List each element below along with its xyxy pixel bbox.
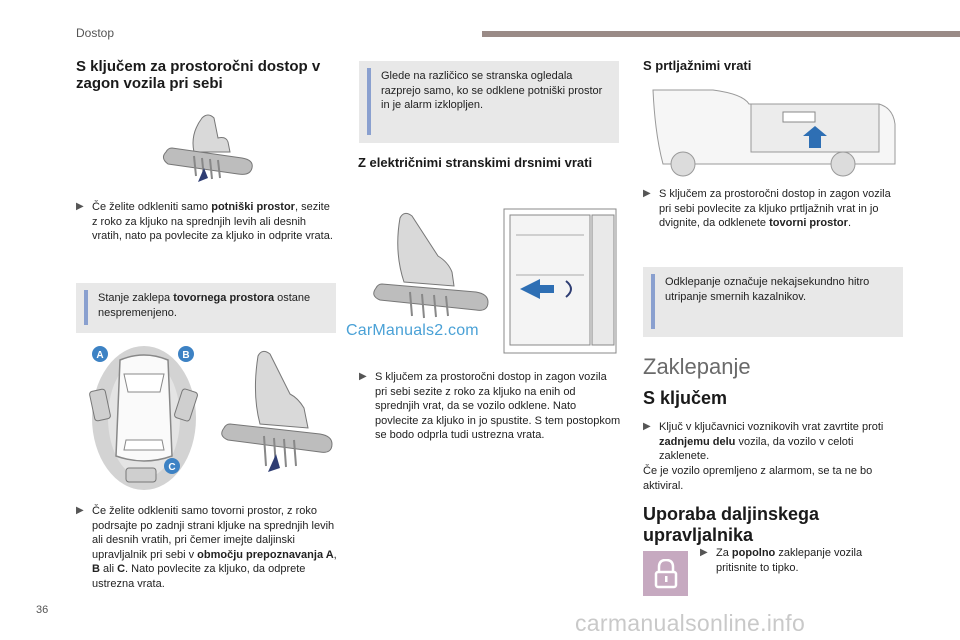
sliding-door-hand-illustration — [373, 212, 489, 319]
lock-button-icon — [643, 551, 688, 596]
remote-lock-instruction: ▶ Za popolno zaklepanje vozila pritisnit… — [700, 547, 863, 574]
col1-title: S ključem za prostoročni dostop v zagon … — [76, 58, 321, 92]
header-accent-bar — [482, 31, 960, 37]
bullet-marker-icon: ▶ — [76, 505, 84, 516]
info-icon — [651, 274, 655, 329]
bullet-marker-icon: ▶ — [359, 371, 367, 382]
mirror-note: Glede na različico se stranska ogledala … — [359, 61, 619, 143]
unlock-cabin-instruction: ▶ Če želite odkleniti samo potniški pros… — [76, 201, 333, 242]
bullet-marker-icon: ▶ — [700, 547, 708, 558]
bullet-marker-icon: ▶ — [643, 421, 651, 432]
info-icon — [84, 290, 88, 325]
bullet-marker-icon: ▶ — [643, 188, 651, 199]
tailgate-illustration — [652, 89, 896, 177]
site-watermark: carmanualsonline.info — [575, 610, 806, 636]
with-key-title: S ključem — [643, 388, 728, 408]
cargo-lock-note: Stanje zaklepa tovornega prostora ostane… — [76, 283, 336, 333]
zone-b-badge: B — [182, 350, 189, 361]
hand-swipe-handle-illustration — [221, 350, 333, 472]
recognition-zones-diagram: A B C — [89, 346, 198, 490]
unlock-cargo-instruction: ▶ Če želite odkleniti samo tovorni prost… — [76, 505, 337, 590]
remote-control-title: Uporaba daljinskega upravljalnika — [643, 504, 820, 545]
zone-a-badge: A — [96, 350, 103, 361]
sliding-door-van-illustration — [503, 208, 617, 354]
col3-title: S prtljažnimi vrati — [643, 58, 752, 73]
info-icon — [367, 68, 371, 135]
sliding-door-instruction: ▶ S ključem za prostoročni dostop in zag… — [359, 371, 621, 441]
page-number: 36 — [36, 604, 49, 616]
alarm-note-text: Če je vozilo opremljeno z alarmom, se ta… — [643, 465, 873, 492]
brand-watermark: CarManuals2.com — [346, 322, 479, 339]
key-lock-instruction: ▶ Ključ v ključavnici voznikovih vrat za… — [643, 421, 884, 462]
tailgate-instruction: ▶ S ključem za prostoročni dostop in zag… — [643, 188, 891, 229]
indicator-note: Odklepanje označuje nekajsekundno hitro … — [643, 267, 903, 337]
bullet-marker-icon: ▶ — [76, 201, 84, 212]
locking-section-title: Zaklepanje — [643, 354, 751, 379]
section-header: Dostop — [76, 26, 115, 40]
col2-title: Z električnimi stranskimi drsnimi vrati — [358, 155, 593, 170]
zone-c-badge: C — [168, 462, 175, 473]
door-handle-illustration — [162, 114, 253, 182]
